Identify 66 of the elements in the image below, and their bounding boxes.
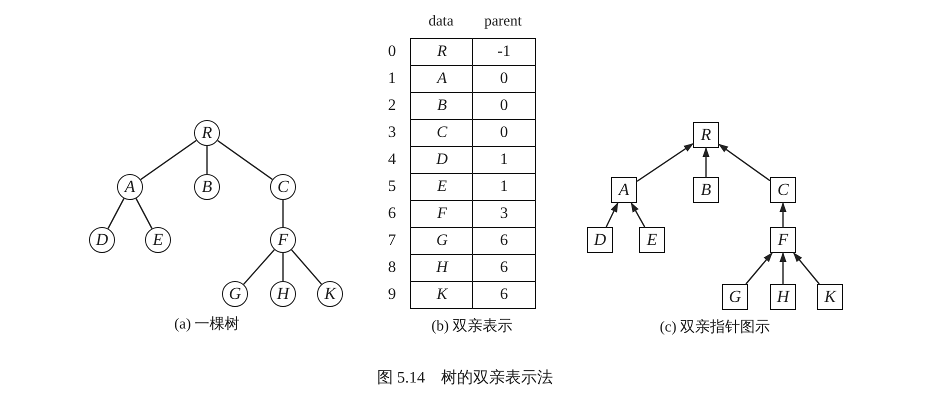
- tree-node-circle: C: [270, 174, 296, 200]
- row-index: 4: [388, 150, 396, 168]
- tree-node-box: K: [817, 284, 843, 310]
- tree-node-box: H: [770, 284, 796, 310]
- tree-node-circle: R: [194, 120, 220, 146]
- arrow: [793, 252, 820, 284]
- column-header: data: [428, 14, 454, 30]
- tree-node-circle: A: [117, 174, 143, 200]
- tree-node-circle: E: [145, 227, 171, 253]
- tree-node-box: E: [639, 227, 665, 253]
- table-cell: 3: [472, 200, 536, 228]
- row-index: 8: [388, 258, 396, 276]
- arrow: [718, 144, 770, 182]
- tree-node-box: A: [611, 177, 637, 203]
- tree-node-box: G: [722, 284, 748, 310]
- tree-node-box: F: [770, 227, 796, 253]
- row-index: 6: [388, 204, 396, 222]
- table-cell: 1: [472, 173, 536, 201]
- tree-node-box: B: [693, 177, 719, 203]
- arrow: [606, 202, 618, 228]
- table-cell: 0: [472, 65, 536, 93]
- column-header: parent: [484, 14, 522, 30]
- connector-line: [282, 200, 284, 227]
- table-cell: 0: [472, 92, 536, 120]
- connector-line: [206, 146, 208, 174]
- row-index: 0: [388, 42, 396, 60]
- connector-line: [107, 198, 125, 229]
- arrow: [636, 143, 694, 182]
- table-cell: K: [410, 281, 474, 309]
- table-cell: 6: [472, 281, 536, 309]
- row-index: 3: [388, 124, 396, 142]
- tree-node-circle: K: [317, 281, 343, 307]
- table-cell: 0: [472, 119, 536, 147]
- table-cell: 6: [472, 254, 536, 282]
- tree-node-circle: F: [270, 227, 296, 253]
- subfigure-caption: (a) 一棵树: [174, 315, 240, 334]
- row-index: 9: [388, 286, 396, 304]
- tree-node-box: R: [693, 122, 719, 148]
- tree-node-box: C: [770, 177, 796, 203]
- arrow: [630, 202, 646, 228]
- connector-line: [135, 198, 153, 229]
- tree-node-circle: D: [89, 227, 115, 253]
- arrow: [780, 202, 786, 227]
- connector-line: [243, 249, 275, 285]
- tree-node-circle: G: [222, 281, 248, 307]
- row-index: 2: [388, 96, 396, 114]
- table-cell: R: [410, 38, 474, 66]
- connector-line: [217, 140, 273, 180]
- row-index: 1: [388, 70, 396, 88]
- tree-node-circle: H: [270, 281, 296, 307]
- table-cell: 6: [472, 227, 536, 255]
- arrow: [702, 147, 710, 177]
- subfigure-caption: (b) 双亲表示: [431, 317, 513, 336]
- connector-line: [291, 249, 322, 285]
- subfigure-caption: (c) 双亲指针图示: [660, 318, 770, 336]
- row-index: 5: [388, 178, 396, 196]
- connector-line: [282, 253, 284, 281]
- arrow: [780, 252, 786, 284]
- figure-caption: 图 5.14 树的双亲表示法: [377, 368, 553, 388]
- table-cell: -1: [472, 38, 536, 66]
- table-cell: 1: [472, 146, 536, 174]
- arrow: [745, 252, 773, 284]
- row-index: 7: [388, 232, 396, 250]
- connector-line: [140, 140, 197, 180]
- tree-node-box: D: [587, 227, 613, 253]
- tree-node-circle: B: [194, 174, 220, 200]
